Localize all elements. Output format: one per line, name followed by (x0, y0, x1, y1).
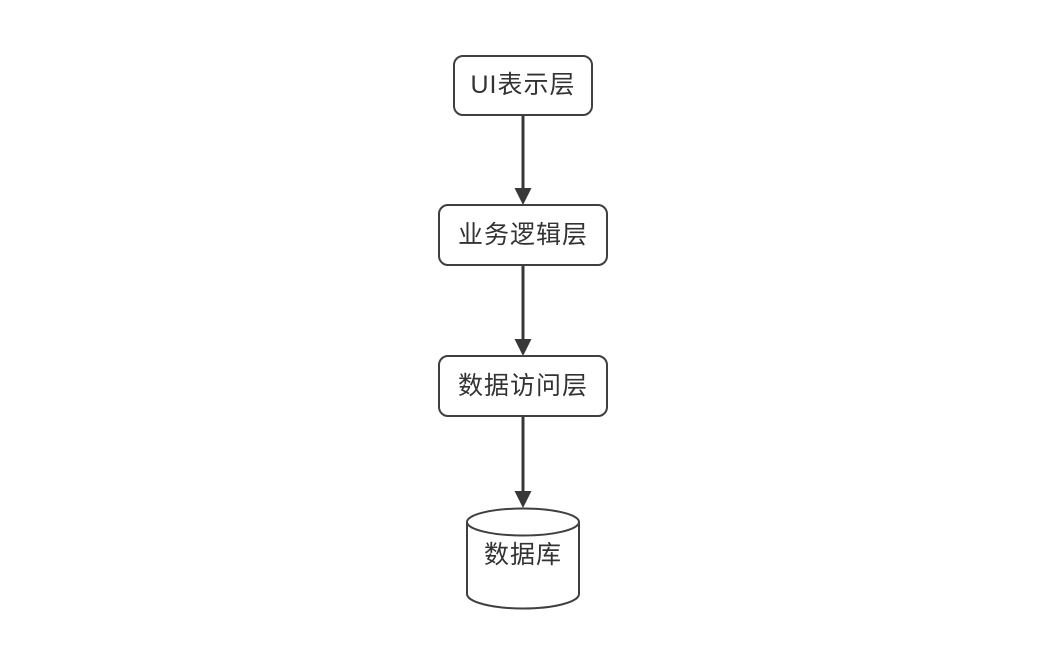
node-business-logic-layer: 业务逻辑层 (438, 204, 608, 266)
node-ui-layer: UI表示层 (453, 55, 593, 116)
node-database: 数据库 (466, 507, 580, 610)
node-business-logic-layer-label: 业务逻辑层 (457, 220, 588, 249)
node-data-access-layer: 数据访问层 (438, 355, 608, 417)
arrow-down-icon (514, 417, 532, 508)
arrow-down-icon (514, 116, 532, 205)
node-ui-layer-label: UI表示层 (470, 71, 576, 99)
database-cylinder-icon (466, 507, 580, 610)
node-data-access-layer-label: 数据访问层 (457, 371, 588, 400)
node-database-label: 数据库 (483, 541, 562, 569)
arrow-down-icon (514, 266, 532, 356)
